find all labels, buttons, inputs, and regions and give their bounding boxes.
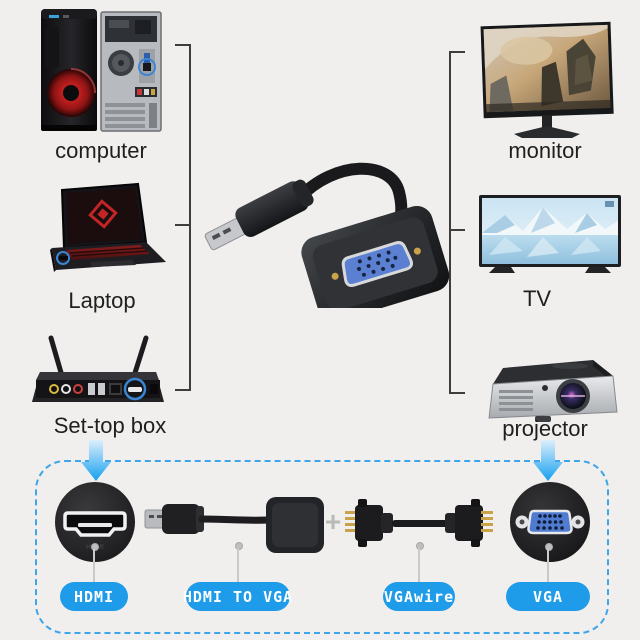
port-highlight-circle: [123, 377, 147, 401]
computer-label: computer: [55, 138, 147, 163]
adapter-small-photo: [144, 497, 324, 553]
plus-sign: +: [324, 506, 342, 537]
antenna-left: [48, 335, 65, 379]
down-arrow-right: [533, 440, 563, 481]
port-highlight-circle: [138, 58, 156, 76]
connector-line: [93, 549, 95, 582]
settop-box-label: Set-top box: [53, 413, 167, 438]
connector-dot: [235, 542, 243, 550]
tv-label: TV: [522, 286, 552, 311]
vga-cable-photo: [345, 499, 493, 547]
connector-dot: [545, 543, 553, 551]
monitor-illustration: [480, 21, 614, 138]
connector-line: [237, 548, 239, 582]
computer-illustration: [41, 9, 162, 132]
connector-line: [547, 549, 549, 582]
connector-dot: [416, 542, 424, 550]
vga-label-pill: VGA: [506, 582, 590, 611]
adapter-photo: [204, 162, 450, 308]
hdmi-label-pill: HDMI: [60, 582, 128, 611]
vga-wire-label-pill: VGAwire: [383, 582, 455, 611]
port-highlight-circle: [56, 251, 70, 265]
monitor-label: monitor: [508, 138, 582, 163]
vga-connector-left: [345, 499, 393, 547]
laptop-label: Laptop: [68, 288, 136, 313]
connector-line: [418, 548, 420, 582]
laptop-illustration: [50, 182, 166, 272]
projector-illustration: [488, 360, 618, 422]
projector-label: projector: [502, 416, 588, 441]
connector-dot: [91, 543, 99, 551]
settop-box-illustration: [32, 335, 164, 402]
vga-port-photo: [510, 482, 590, 562]
antenna-right: [131, 335, 149, 379]
vga-connector-right: [445, 499, 493, 547]
bottom-panel: [35, 460, 609, 634]
hdmi-to-vga-label-pill: HDMI TO VGA: [183, 582, 292, 611]
tv-illustration: [479, 195, 621, 273]
down-arrow-left: [81, 440, 111, 481]
hdmi-port-photo: HDMI: [55, 482, 135, 562]
